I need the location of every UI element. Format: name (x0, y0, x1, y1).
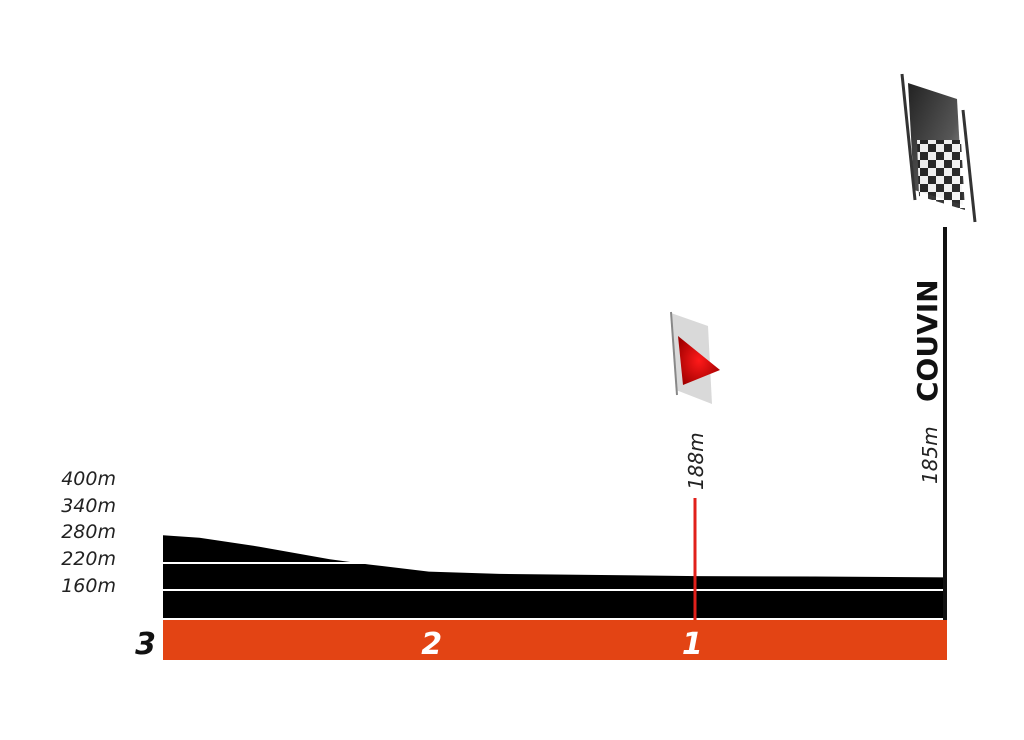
last-km-elevation-label: 188m (684, 432, 708, 490)
last-km-flag-icon (670, 311, 720, 404)
km-bar (163, 620, 947, 660)
km-label: 2 (421, 627, 442, 662)
y-tick-label: 340m (61, 495, 116, 517)
y-tick-label: 220m (61, 548, 116, 570)
y-tick-label: 400m (61, 468, 116, 490)
y-tick-label: 280m (61, 521, 116, 543)
elevation-profile (163, 535, 945, 618)
finish-elevation-label: 185m (918, 426, 942, 484)
km-label: 1 (682, 627, 703, 662)
finish-flag-icon (900, 73, 977, 223)
finish-town-label: COUVIN (911, 279, 944, 402)
y-tick-label: 160m (61, 575, 116, 597)
km-label: 3 (135, 627, 156, 662)
